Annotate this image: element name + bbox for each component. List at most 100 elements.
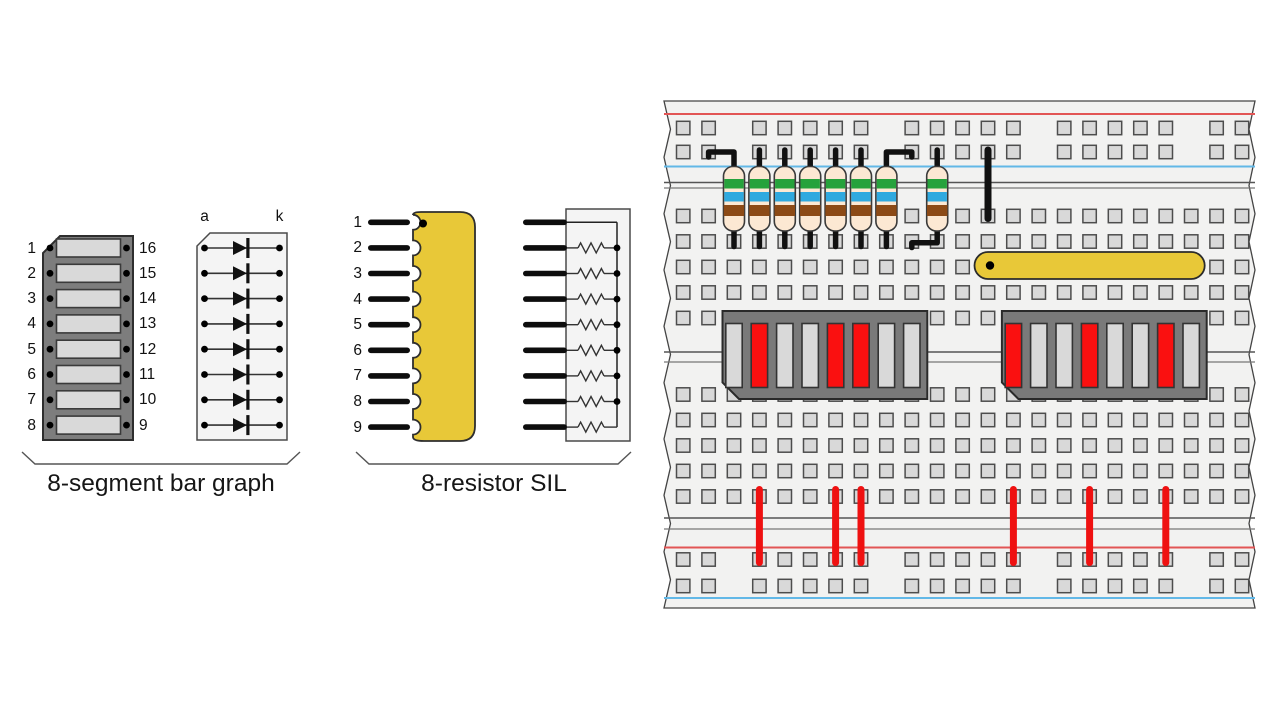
breadboard-hole <box>1132 552 1148 567</box>
sil-pin1-dot <box>985 261 995 270</box>
breadboard-hole <box>1209 387 1225 402</box>
diode-anode-triangle <box>233 367 247 382</box>
breadboard-hole <box>701 463 717 479</box>
sil-physical <box>368 211 476 442</box>
bar-graph-left-pin-number: 6 <box>27 366 36 383</box>
sil-pin-number: 2 <box>353 239 362 257</box>
breadboard-hole <box>1031 438 1047 453</box>
resistor-band-blue <box>749 192 770 202</box>
breadboard-hole <box>1234 234 1250 249</box>
breadboard-hole <box>1107 578 1123 594</box>
resistor <box>748 147 771 250</box>
breadboard-hole <box>955 552 971 567</box>
breadboard-hole <box>1158 234 1174 249</box>
breadboard-hole <box>1234 208 1250 224</box>
bar-graph-left-pin-number: 8 <box>27 416 36 434</box>
breadboard-hole <box>1056 234 1072 249</box>
resistor-band-green <box>800 179 820 189</box>
breadboard-hole <box>828 120 844 136</box>
resistor <box>849 147 873 250</box>
bar-graph-left-pin-number: 2 <box>27 264 36 282</box>
bar-graph-segment <box>801 322 820 389</box>
bar-graph-right-pin-number: 10 <box>139 391 157 409</box>
sil-pin <box>523 245 567 251</box>
bar-graph-caption: 8-segment bar graph <box>47 470 275 497</box>
resistor <box>824 147 847 250</box>
sil-pin <box>523 373 567 379</box>
pin-dot <box>201 371 208 378</box>
pin-dot <box>201 396 208 404</box>
breadboard-hole <box>1082 578 1098 594</box>
resistor <box>909 147 949 251</box>
breadboard-hole <box>1107 552 1123 567</box>
breadboard-hole <box>1209 285 1225 300</box>
breadboard-hole <box>1183 438 1199 453</box>
breadboard-hole <box>1209 120 1225 136</box>
resistor <box>875 149 915 250</box>
sil-pin <box>368 398 410 405</box>
sil-pin <box>523 296 567 302</box>
breadboard-hole <box>1005 438 1021 453</box>
sil-package <box>973 251 1206 280</box>
breadboard-hole <box>726 489 742 504</box>
breadboard-hole <box>1132 463 1148 479</box>
resistor-band-green <box>927 179 947 189</box>
breadboard-hole <box>904 438 920 453</box>
breadboard-hole <box>1082 412 1098 428</box>
sil-pin <box>523 321 567 328</box>
bar-graph-display-2 <box>1000 310 1208 400</box>
bar-graph-segment-lit <box>750 322 769 389</box>
pin-dot <box>46 345 54 353</box>
bar-graph-segment <box>1106 322 1125 389</box>
resistor-band-blue <box>775 192 795 202</box>
breadboard-hole <box>1031 234 1047 249</box>
breadboard-hole <box>802 285 818 300</box>
breadboard-hole <box>751 578 767 594</box>
label-brace <box>21 451 301 465</box>
breadboard-hole <box>955 144 971 160</box>
sil-pin <box>368 219 410 226</box>
breadboard-hole <box>675 208 691 224</box>
bar-graph-left-pin-number: 1 <box>27 239 36 257</box>
breadboard-hole <box>802 438 818 453</box>
breadboard-hole <box>701 234 717 249</box>
pin-dot <box>201 295 208 302</box>
bar-graph-segment <box>775 322 794 389</box>
resistor-zigzag <box>577 241 605 255</box>
bar-graph-segment-window <box>55 263 122 284</box>
component-diagrams <box>21 208 632 465</box>
pin-dot <box>123 295 130 302</box>
breadboard-hole <box>726 463 742 479</box>
sil-pin-number: 9 <box>353 418 362 436</box>
breadboard-hole <box>777 438 793 453</box>
pin-dot <box>123 244 130 252</box>
breadboard-hole <box>1107 120 1123 136</box>
sil-caption: 8-resistor SIL <box>421 470 567 497</box>
resistor-zigzag <box>577 369 605 383</box>
breadboard-hole <box>701 412 717 428</box>
junction-dot <box>613 270 621 277</box>
breadboard-hole <box>1031 463 1047 479</box>
breadboard-hole <box>1234 387 1250 402</box>
breadboard-hole <box>1234 412 1250 428</box>
resistor-zigzag <box>577 343 605 357</box>
junction-dot <box>613 398 621 405</box>
diode-anode-triangle <box>233 418 247 433</box>
breadboard-hole <box>955 208 971 224</box>
pin-dot <box>276 371 283 378</box>
bar-graph-right-pin-number: 13 <box>139 315 157 333</box>
breadboard-hole <box>1107 208 1123 224</box>
bar-graph-left-pin-number: 4 <box>27 315 36 333</box>
junction-dot <box>613 295 621 303</box>
resistor-band-brown <box>800 205 821 216</box>
pin-dot <box>46 421 54 429</box>
bar-graph-left-pin-number: 5 <box>27 340 36 358</box>
pin-dot <box>201 320 208 328</box>
breadboard-hole <box>675 578 691 594</box>
breadboard-hole <box>1082 438 1098 453</box>
breadboard-hole <box>980 489 996 504</box>
breadboard-hole <box>1209 489 1225 504</box>
resistor-zigzag <box>577 420 605 434</box>
breadboard-hole <box>904 489 920 504</box>
breadboard-hole <box>955 120 971 136</box>
